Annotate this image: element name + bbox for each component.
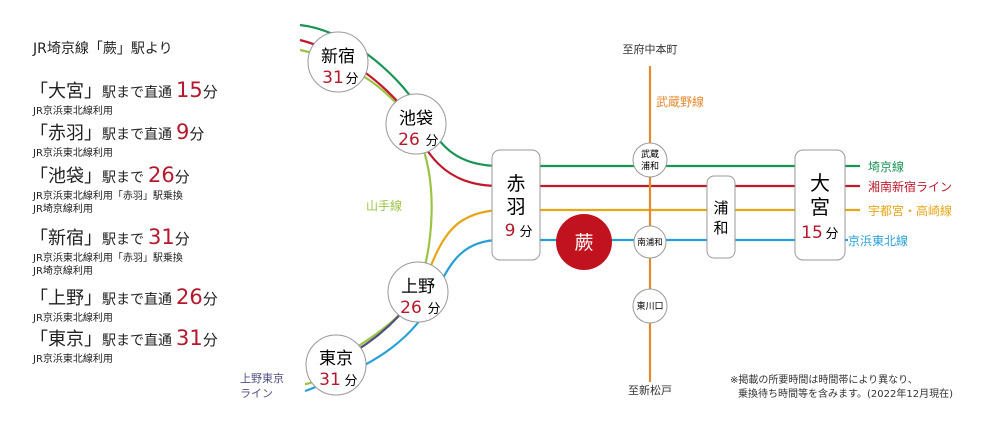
heading: JR埼京線「蕨」駅より: [33, 41, 173, 57]
map-label: 分: [427, 302, 440, 317]
destination-station: 「赤羽」: [30, 123, 102, 144]
yamanote-label: 山手線: [366, 198, 402, 213]
map-label: 分: [825, 227, 838, 242]
station-shinjuku: 新宿 31 分: [307, 31, 369, 93]
utsunomiya-label: 宇都宮・高崎線: [868, 203, 952, 218]
station-urawa: 浦 和: [706, 175, 736, 259]
map-label: 蕨: [574, 232, 593, 254]
route-note: JR埼京線利用: [33, 204, 93, 215]
travel-time: 9: [176, 120, 190, 144]
travel-time: 26: [176, 285, 203, 309]
map-label: 新宿: [321, 47, 355, 67]
map-label: 赤: [506, 173, 525, 195]
travel-time: 26: [148, 163, 175, 187]
map-label: 分: [345, 72, 358, 87]
travel-time: 31: [176, 326, 203, 350]
footnote-2: 乗換待ち時間等を含みます。(2022年12月現在): [738, 387, 953, 400]
travel-time: 31: [148, 225, 175, 249]
station-warabi: 蕨: [556, 214, 612, 270]
map-label: 9: [505, 221, 516, 241]
destination-station: 「大宮」: [30, 81, 102, 102]
time-unit: 分: [174, 230, 190, 248]
route-type: 駅まで直通: [102, 292, 172, 308]
map-label: 池袋: [399, 109, 433, 129]
ueno-tokyo-label: 上野東京: [240, 371, 284, 385]
direction-south: 至新松戸: [628, 383, 672, 397]
map-label: 15: [801, 223, 823, 243]
route-note: JR京浜東北線利用: [33, 354, 113, 365]
musashino-label: 武蔵野線: [656, 94, 704, 109]
map-element: [428, 208, 501, 269]
route-note: JR京浜東北線利用: [33, 148, 113, 159]
map-label: 浦和: [641, 160, 659, 172]
station-higashi-kawaguchi: 東川口: [632, 288, 668, 324]
direction-north: 至府中本町: [623, 42, 678, 56]
route-note: JR京浜東北線利用「赤羽」駅乗換: [33, 191, 183, 202]
map-label: 分: [344, 374, 357, 389]
route-type: 駅まで直通: [102, 333, 172, 349]
map-label: 武蔵: [641, 148, 659, 160]
route-note: JR京浜東北線利用: [33, 313, 113, 324]
route-type: 駅まで直通: [102, 85, 172, 101]
route-type: 駅まで直通: [102, 127, 172, 143]
shonan-shinjuku-line: [299, 38, 860, 188]
route-note: JR京浜東北線利用: [33, 106, 113, 117]
station-ikebukuro: 池袋 26 分: [385, 93, 447, 155]
station-ueno: 上野 26 分: [387, 261, 449, 323]
station-omiya: 大 宮 15 分: [794, 149, 846, 261]
map-label: 分: [519, 225, 532, 240]
map-label: 26: [400, 298, 422, 318]
map-label: 東川口: [636, 300, 663, 312]
map-label: 羽: [506, 196, 525, 218]
ueno-tokyo-label-2: ライン: [240, 387, 273, 400]
footnote-1: ※掲載の所要時間は時間帯により異なり、: [730, 373, 918, 386]
map-label: 大: [810, 171, 830, 195]
time-unit: 分: [202, 331, 218, 349]
destination-station: 「新宿」: [30, 228, 102, 249]
map-label: 31: [322, 68, 344, 88]
route-note: JR埼京線利用: [33, 266, 93, 277]
station-minami-urawa: 南浦和: [633, 225, 667, 259]
shonan-label: 湘南新宿ライン: [868, 179, 952, 194]
travel-time: 15: [176, 78, 203, 102]
map-label: 宮: [810, 195, 830, 219]
destination-station: 「上野」: [30, 288, 102, 309]
map-label: 分: [425, 134, 438, 149]
route-type: 駅まで: [102, 232, 144, 248]
saikyo-label: 埼京線: [868, 159, 904, 174]
map-label: 浦: [713, 199, 728, 217]
station-akabane: 赤 羽 9 分: [491, 149, 541, 261]
time-unit: 分: [174, 168, 190, 186]
map-label: 東京: [319, 349, 353, 369]
station-musashi-urawa: 武蔵 浦和: [632, 142, 668, 178]
time-unit: 分: [202, 290, 218, 308]
map-label: 31: [319, 370, 341, 390]
station-tokyo: 東京 31 分: [305, 334, 367, 396]
time-unit: 分: [189, 125, 205, 143]
time-unit: 分: [202, 83, 218, 101]
destination-station: 「東京」: [30, 329, 102, 350]
route-note: JR京浜東北線利用「赤羽」駅乗換: [33, 253, 183, 264]
map-label: 26: [398, 130, 420, 150]
map-label: 南浦和: [637, 237, 663, 248]
destination-station: 「池袋」: [30, 166, 102, 187]
saikyo-line: [299, 23, 860, 168]
map-label: 和: [713, 219, 728, 237]
map-label: 上野: [401, 277, 435, 297]
route-type: 駅まで: [102, 170, 144, 186]
keihin-label: 京浜東北線: [848, 233, 908, 248]
